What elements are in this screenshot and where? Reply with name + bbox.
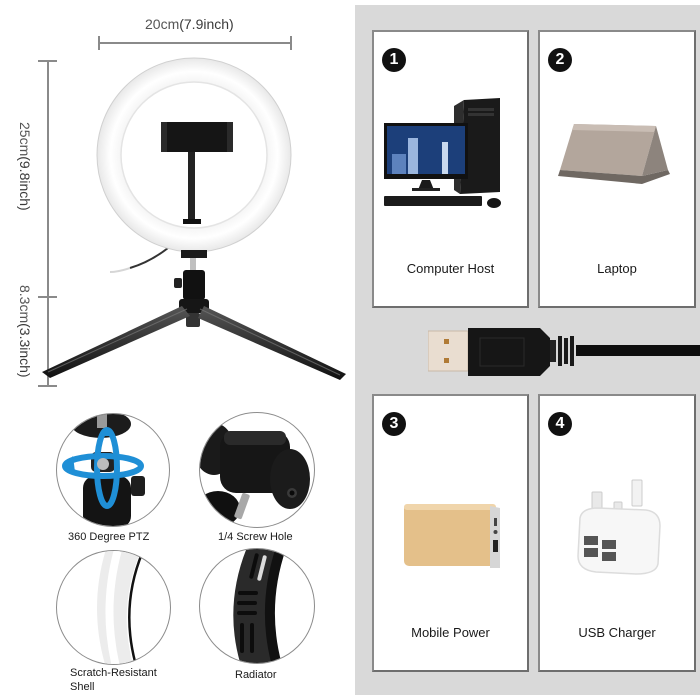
desktop-computer-icon [384, 98, 501, 208]
number-badge-1: 1 [382, 48, 406, 72]
width-dimension-tick-right [290, 36, 292, 50]
white-shell-icon [97, 551, 145, 664]
height-tick-middle [38, 296, 57, 298]
height-tick-top [38, 60, 57, 62]
usb-cable-image [428, 328, 700, 376]
caption-mobile-power: Mobile Power [411, 625, 490, 640]
shell-caption-line2: Shell [70, 681, 95, 693]
caption-laptop: Laptop [597, 261, 637, 276]
width-imperial: (7.9inch) [179, 16, 234, 32]
shell-caption-line1: Scratch-Resistant [70, 667, 157, 679]
screw-hole-caption: 1/4 Screw Hole [218, 531, 293, 543]
width-dimension-label: 20cm(7.9inch) [145, 16, 234, 32]
ptz-caption: 360 Degree PTZ [68, 531, 150, 543]
laptop-icon [558, 124, 670, 184]
card-laptop: 2 Laptop [538, 30, 696, 308]
radiator-caption: Radiator [235, 669, 277, 681]
radiator-vents-icon [233, 549, 286, 663]
number-badge-3: 3 [382, 412, 406, 436]
card-usb-charger: 4 USB Charger [538, 394, 696, 672]
card-mobile-power: 3 Mobile Power [372, 394, 529, 672]
card-computer-host: 1 Computer Host [372, 30, 529, 308]
number-badge-4: 4 [548, 412, 572, 436]
ptz-circle [56, 413, 170, 527]
width-dimension-line [98, 42, 291, 44]
screw-hole-icon [200, 423, 310, 527]
usb-charger-icon [577, 479, 661, 575]
number-badge-2: 2 [548, 48, 572, 72]
caption-usb-charger: USB Charger [578, 625, 656, 640]
shell-caption: Scratch-Resistant Shell [70, 666, 157, 694]
width-dimension-tick-left [98, 36, 100, 50]
rotation-arrows-icon [62, 414, 145, 526]
ring-light-product-image [42, 57, 346, 380]
width-metric: 20cm [145, 16, 180, 32]
screw-hole-circle [199, 412, 315, 528]
radiator-circle [199, 548, 315, 664]
power-bank-icon [404, 504, 500, 568]
caption-computer-host: Computer Host [406, 261, 495, 276]
height-dimension-line [47, 60, 49, 386]
shell-circle [56, 550, 171, 665]
height-tick-bottom [38, 385, 57, 387]
